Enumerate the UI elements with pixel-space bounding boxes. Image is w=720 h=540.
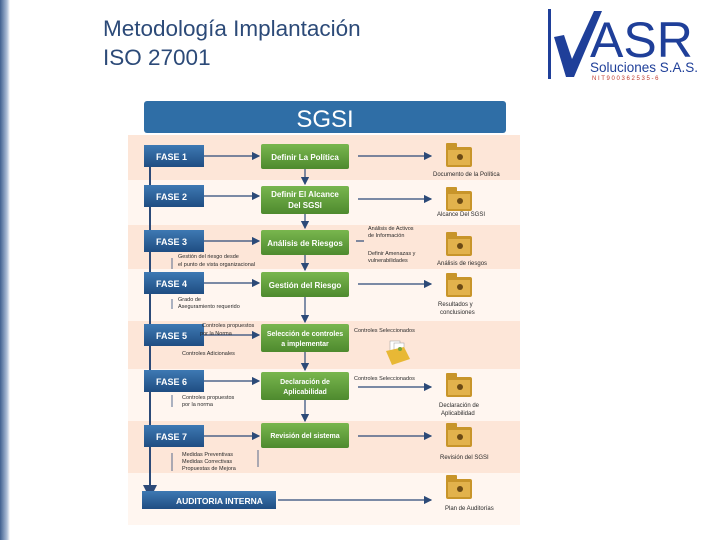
note-f3-right-1a: Análisis de Activos xyxy=(368,226,414,232)
output-label-1: Documento de la Política xyxy=(433,172,500,178)
note-f3-left-1: Gestión del riesgo desde xyxy=(178,254,239,260)
phase-boxes: FASE 1 FASE 2 FASE 3 FASE 4 FASE 5 FASE … xyxy=(144,145,204,447)
note-f7-left-3: Propuestas de Mejora xyxy=(182,466,237,472)
note-f6-right: Controles Seleccionados xyxy=(354,376,415,382)
process-label-3: Análisis de Riesgos xyxy=(267,239,343,248)
audit-box xyxy=(142,491,276,509)
slide-title-line-1: Metodología Implantación xyxy=(103,16,361,41)
note-f3-left-2: el punto de vista organizacional xyxy=(178,262,255,268)
note-f7-left-1: Medidas Preventivas xyxy=(182,452,233,458)
checkmark-icon xyxy=(554,11,602,77)
process-label-7: Revisión del sistema xyxy=(270,433,339,440)
output-label-5b: Aplicabilidad xyxy=(441,411,475,417)
logo-subtitle: Soluciones S.A.S. xyxy=(590,60,698,75)
note-f5-left-2: por la Norma xyxy=(200,331,233,337)
process-label-2a: Definir El Alcance xyxy=(271,190,339,199)
process-box-1 xyxy=(261,144,349,169)
process-box-4 xyxy=(261,272,349,297)
note-f3-right-2a: Definir Amenazas y xyxy=(368,251,416,257)
process-label-4: Gestión del Riesgo xyxy=(269,281,342,290)
output-label-7: Plan de Auditorías xyxy=(445,506,494,512)
asr-logo: ASR Soluciones S.A.S. N I T 9 0 0 3 6 2 … xyxy=(546,7,711,83)
note-f5-right: Controles Seleccionados xyxy=(354,328,415,334)
process-label-2b: Del SGSI xyxy=(288,201,322,210)
folder-icon xyxy=(446,143,472,167)
folder-icon xyxy=(446,423,472,447)
phase-label-7: FASE 7 xyxy=(156,432,187,442)
process-box-5 xyxy=(261,324,349,352)
note-f3-right-2b: vulnerabilidades xyxy=(368,258,408,264)
phase-label-3: FASE 3 xyxy=(156,237,187,247)
phase-box-5 xyxy=(144,324,204,346)
slide-accent-bar xyxy=(0,0,10,540)
output-label-4a: Resultados y xyxy=(438,302,473,308)
process-boxes: Definir La Política Definir El Alcance D… xyxy=(261,144,349,448)
note-connectors xyxy=(171,258,259,471)
note-f4-left-2: Aseguramiento requerido xyxy=(178,304,240,310)
output-labels: Documento de la Política Alcance Del SGS… xyxy=(433,172,500,512)
note-f5-left-1: Controles propuestos xyxy=(202,323,255,329)
sgsi-diagram: SGSI FASE 1 FASE 2 FASE 3 FASE 4 FASE 5 … xyxy=(128,101,520,525)
phase-label-4: FASE 4 xyxy=(156,279,187,289)
logo-name: ASR xyxy=(590,12,693,68)
folder-icon xyxy=(446,273,472,297)
phase-box-4 xyxy=(144,272,204,294)
process-box-7 xyxy=(261,423,349,448)
process-label-5a: Selección de controles xyxy=(267,331,343,338)
phase-box-1 xyxy=(144,145,204,167)
note-f7-left-2: Medidas Correctivas xyxy=(182,459,232,465)
audit-label: AUDITORIA INTERNA xyxy=(176,496,263,506)
slide-title: Metodología Implantación ISO 27001 xyxy=(103,14,361,72)
note-f6-left-2: por la norma xyxy=(182,402,214,408)
phase-to-process-arrows xyxy=(204,151,261,441)
process-label-5b: a implementar xyxy=(281,341,329,348)
process-label-1: Definir La Política xyxy=(271,153,339,162)
output-label-4b: conclusiones xyxy=(440,310,475,316)
process-label-6a: Declaración de xyxy=(280,379,330,386)
note-f5-left-3: Controles Adicionales xyxy=(182,351,235,357)
sgsi-header xyxy=(144,101,506,133)
phase-box-2 xyxy=(144,185,204,207)
output-label-5a: Declaración de xyxy=(439,403,480,409)
output-folders xyxy=(386,143,472,499)
process-box-3 xyxy=(261,230,349,255)
logo-nit: N I T 9 0 0 3 6 2 5 3 5 - 6 xyxy=(592,76,659,82)
sgsi-header-label: SGSI xyxy=(296,106,353,133)
process-box-6 xyxy=(261,372,349,400)
phase-label-6: FASE 6 xyxy=(156,377,187,387)
phase-label-2: FASE 2 xyxy=(156,192,187,202)
folder-icon xyxy=(446,232,472,256)
phase-label-1: FASE 1 xyxy=(156,152,187,162)
output-label-6: Revisión del SGSI xyxy=(440,455,489,461)
logo-left-rule xyxy=(548,9,551,79)
process-label-6b: Aplicabilidad xyxy=(283,389,327,396)
slide-title-line-2: ISO 27001 xyxy=(103,45,211,70)
phase-box-3 xyxy=(144,230,204,252)
open-folder-icon xyxy=(386,340,410,365)
note-f3-right-1b: de Información xyxy=(368,233,404,239)
side-notes: Análisis de Activos de Información Defin… xyxy=(178,226,416,472)
note-f4-left-1: Grado de xyxy=(178,297,201,303)
output-label-3: Análisis de riesgos xyxy=(437,261,487,267)
process-to-output-arrows xyxy=(278,151,433,505)
phase-box-6 xyxy=(144,370,204,392)
folder-icon xyxy=(446,187,472,211)
phase-box-7 xyxy=(144,425,204,447)
output-label-2: Alcance Del SGSI xyxy=(437,212,485,218)
note-f6-left-1: Controles propuestos xyxy=(182,395,235,401)
folder-icon xyxy=(446,475,472,499)
process-box-2 xyxy=(261,186,349,214)
folder-icon xyxy=(446,373,472,397)
phase-label-5: FASE 5 xyxy=(156,331,187,341)
